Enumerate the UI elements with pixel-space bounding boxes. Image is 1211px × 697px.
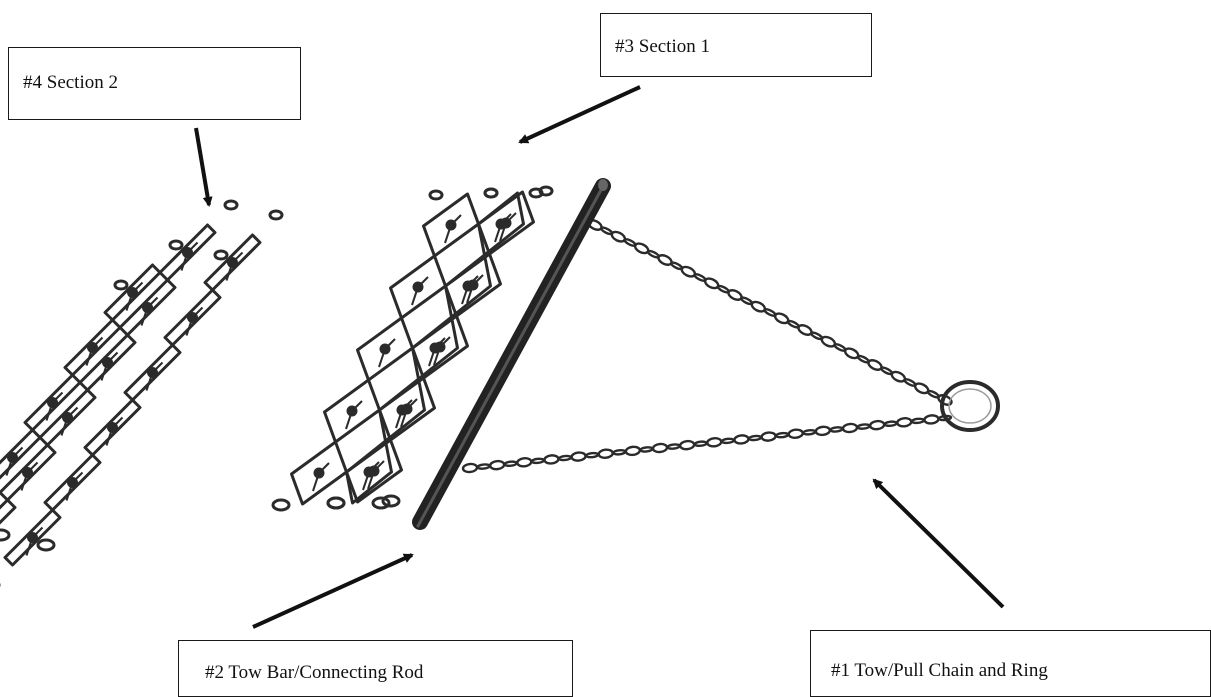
tow-ring xyxy=(940,380,1000,432)
arrow-icon xyxy=(872,478,1005,609)
harrow-section-1 xyxy=(271,185,554,512)
callout-tow-bar: #2 Tow Bar/Connecting Rod xyxy=(178,640,573,697)
arrow-icon xyxy=(252,553,414,629)
callout-section-1-label: #3 Section 1 xyxy=(615,36,710,57)
tow-ring-inner xyxy=(948,388,992,424)
callout-tow-bar-label: #2 Tow Bar/Connecting Rod xyxy=(205,662,424,683)
tow-chain xyxy=(461,219,953,474)
callout-section-2-label: #4 Section 2 xyxy=(23,72,118,93)
callout-section-1: #3 Section 1 xyxy=(600,13,872,77)
callout-tow-chain-label: #1 Tow/Pull Chain and Ring xyxy=(831,660,1048,681)
callout-tow-chain: #1 Tow/Pull Chain and Ring xyxy=(810,630,1211,697)
callout-section-2: #4 Section 2 xyxy=(8,47,301,120)
harrow-section-2 xyxy=(0,199,284,588)
tow-bar xyxy=(412,178,611,530)
arrow-icon xyxy=(194,127,213,207)
arrow-icon xyxy=(518,85,641,144)
